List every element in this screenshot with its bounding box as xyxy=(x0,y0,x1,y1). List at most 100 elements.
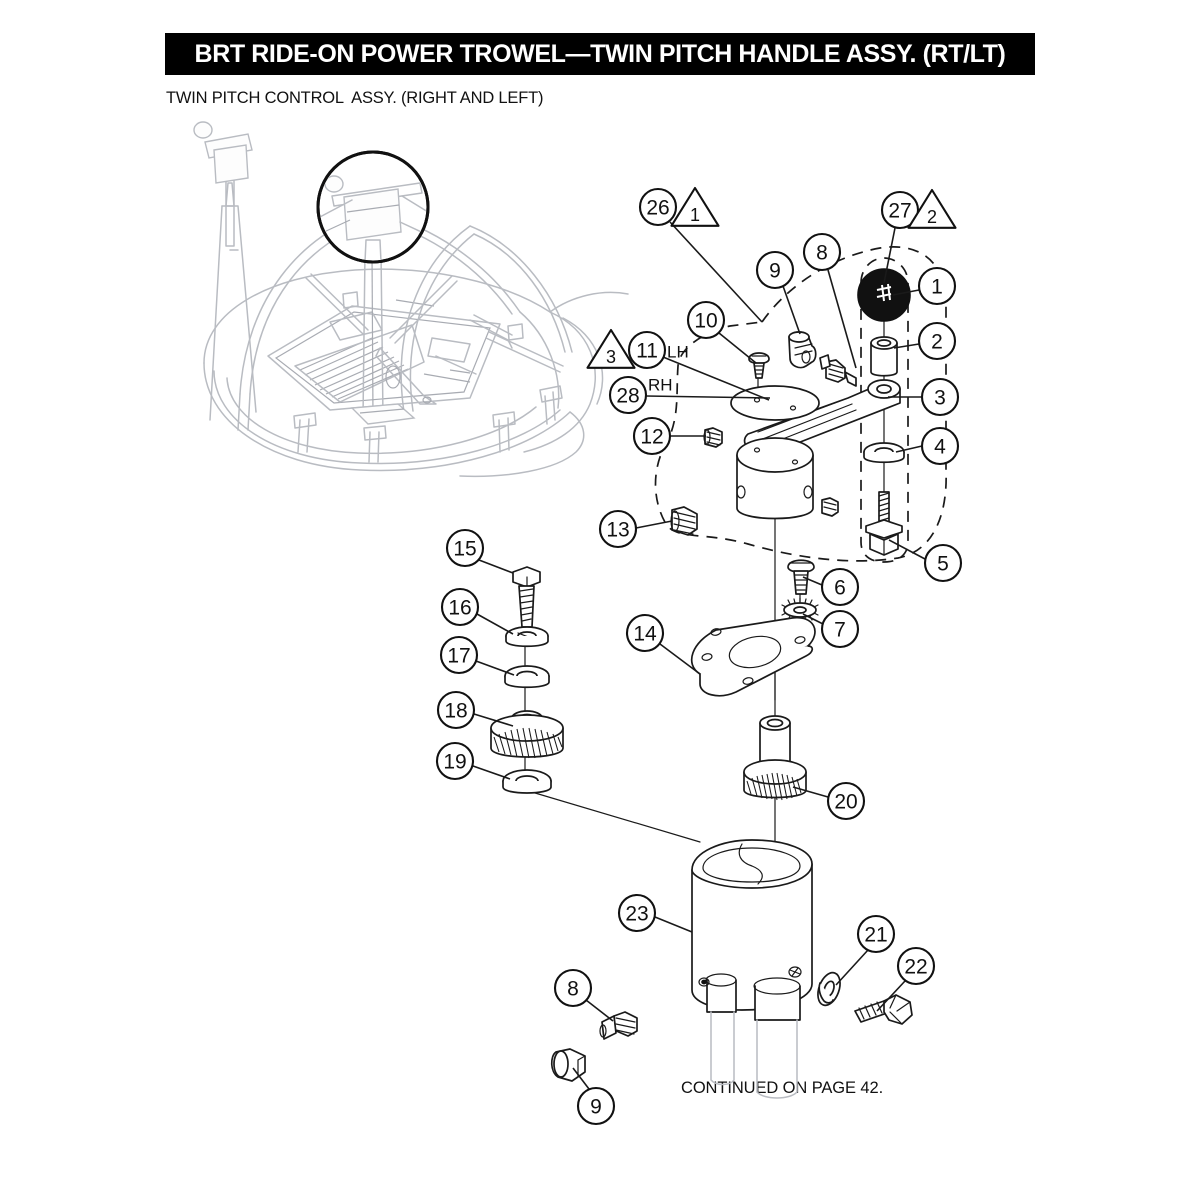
callout-circle[interactable] xyxy=(627,330,667,370)
callout-13[interactable]: 13 xyxy=(598,509,638,549)
callout-circle[interactable] xyxy=(576,1086,616,1126)
callout-number: 15 xyxy=(453,538,476,561)
leader-line-27 xyxy=(883,227,896,284)
callout-circle[interactable] xyxy=(923,543,963,583)
callout-26[interactable]: 26 xyxy=(638,187,678,227)
callout-2[interactable]: 2 xyxy=(917,321,957,361)
callout-9[interactable]: 9 xyxy=(576,1086,616,1126)
side-label-lh: LH xyxy=(667,343,689,362)
leader-line-17 xyxy=(475,660,515,676)
callout-number: 4 xyxy=(934,436,946,459)
leader-line-23 xyxy=(654,916,693,933)
callout-15[interactable]: 15 xyxy=(445,528,485,568)
side-label-rh: RH xyxy=(648,376,673,395)
callout-circle[interactable] xyxy=(826,781,866,821)
callout-circle[interactable] xyxy=(686,300,726,340)
callout-number: 13 xyxy=(606,519,629,542)
callout-16[interactable]: 16 xyxy=(440,587,480,627)
callout-number: 19 xyxy=(443,751,466,774)
part-set-screw-right xyxy=(821,497,839,517)
callout-circle[interactable] xyxy=(553,968,593,1008)
callout-number: 27 xyxy=(888,200,911,223)
callout-circle[interactable] xyxy=(440,587,480,627)
callout-number: 9 xyxy=(590,1096,602,1119)
callout-18[interactable]: 18 xyxy=(436,690,476,730)
warning-triangle-3: 3 xyxy=(586,328,636,369)
callout-number: 14 xyxy=(633,623,657,646)
callout-circle[interactable] xyxy=(439,635,479,675)
leader-line-7 xyxy=(802,613,824,625)
machine-illustration xyxy=(193,121,629,478)
callout-circle[interactable] xyxy=(820,609,860,649)
callout-circle[interactable] xyxy=(435,741,475,781)
callout-3[interactable]: 3 xyxy=(920,377,960,417)
callout-23[interactable]: 23 xyxy=(617,893,657,933)
part-11-28-cover-plate xyxy=(730,385,820,421)
callout-circle[interactable] xyxy=(625,613,665,653)
callout-7[interactable]: 7 xyxy=(820,609,860,649)
callout-8[interactable]: 8 xyxy=(802,232,842,272)
callout-circle[interactable] xyxy=(632,416,672,456)
leader-line-8 xyxy=(827,269,857,369)
leader-line-10 xyxy=(718,332,757,364)
callout-circle[interactable] xyxy=(896,946,936,986)
callout-22[interactable]: 22 xyxy=(896,946,936,986)
callout-circle[interactable] xyxy=(598,509,638,549)
leader-line-2 xyxy=(893,343,920,349)
callout-11[interactable]: 11 xyxy=(627,330,667,370)
callout-10[interactable]: 10 xyxy=(686,300,726,340)
leader-line-16 xyxy=(476,613,514,635)
leader-line-15 xyxy=(478,559,514,574)
callout-number: 9 xyxy=(769,260,781,283)
callout-5[interactable]: 5 xyxy=(923,543,963,583)
leader-line-11 xyxy=(662,356,770,401)
leader-line-6 xyxy=(802,576,823,586)
callout-circle[interactable] xyxy=(920,426,960,466)
part-13-set-screw-large xyxy=(670,506,698,536)
triangle-outline xyxy=(670,186,720,227)
callout-17[interactable]: 17 xyxy=(439,635,479,675)
callout-6[interactable]: 6 xyxy=(820,567,860,607)
callout-14[interactable]: 14 xyxy=(625,613,665,653)
callout-number: 11 xyxy=(636,340,658,363)
callout-circle[interactable] xyxy=(608,375,648,415)
part-19-flat-washer-lower xyxy=(502,769,552,794)
callout-12[interactable]: 12 xyxy=(632,416,672,456)
group-enclosure-27 xyxy=(860,257,909,563)
part-22-hex-bolt-right xyxy=(854,994,913,1025)
callout-circle[interactable] xyxy=(820,567,860,607)
callout-number: 22 xyxy=(904,956,927,979)
callout-circle[interactable] xyxy=(917,321,957,361)
callout-circle[interactable] xyxy=(880,190,920,230)
callout-number: 7 xyxy=(834,619,846,642)
leader-line-9 xyxy=(782,285,801,335)
callout-circle[interactable] xyxy=(445,528,485,568)
callout-9[interactable]: 9 xyxy=(755,250,795,290)
callout-circle[interactable] xyxy=(917,266,957,306)
callout-circle[interactable] xyxy=(638,187,678,227)
callout-circle[interactable] xyxy=(436,690,476,730)
callout-8[interactable]: 8 xyxy=(553,968,593,1008)
subtitle: TWIN PITCH CONTROL ASSY. (RIGHT AND LEFT… xyxy=(166,89,544,107)
callout-number: 23 xyxy=(625,903,648,926)
callout-20[interactable]: 20 xyxy=(826,781,866,821)
callout-number: 5 xyxy=(937,553,949,576)
leader-line-13 xyxy=(635,520,673,529)
part-1-ball-knob xyxy=(857,268,911,322)
callout-4[interactable]: 4 xyxy=(920,426,960,466)
callout-circle[interactable] xyxy=(802,232,842,272)
callout-circle[interactable] xyxy=(920,377,960,417)
callout-circle[interactable] xyxy=(755,250,795,290)
callout-circle[interactable] xyxy=(856,914,896,954)
callout-27[interactable]: 27 xyxy=(880,190,920,230)
callout-leader-lines xyxy=(472,221,926,1090)
warning-triangles: 1 2 3 xyxy=(586,186,957,369)
callout-21[interactable]: 21 xyxy=(856,914,896,954)
callout-1[interactable]: 1 xyxy=(917,266,957,306)
group-enclosure-26 xyxy=(654,246,947,562)
callout-19[interactable]: 19 xyxy=(435,741,475,781)
leader-line-22 xyxy=(876,980,906,1012)
callout-circle[interactable] xyxy=(617,893,657,933)
callout-28[interactable]: 28 xyxy=(608,375,648,415)
